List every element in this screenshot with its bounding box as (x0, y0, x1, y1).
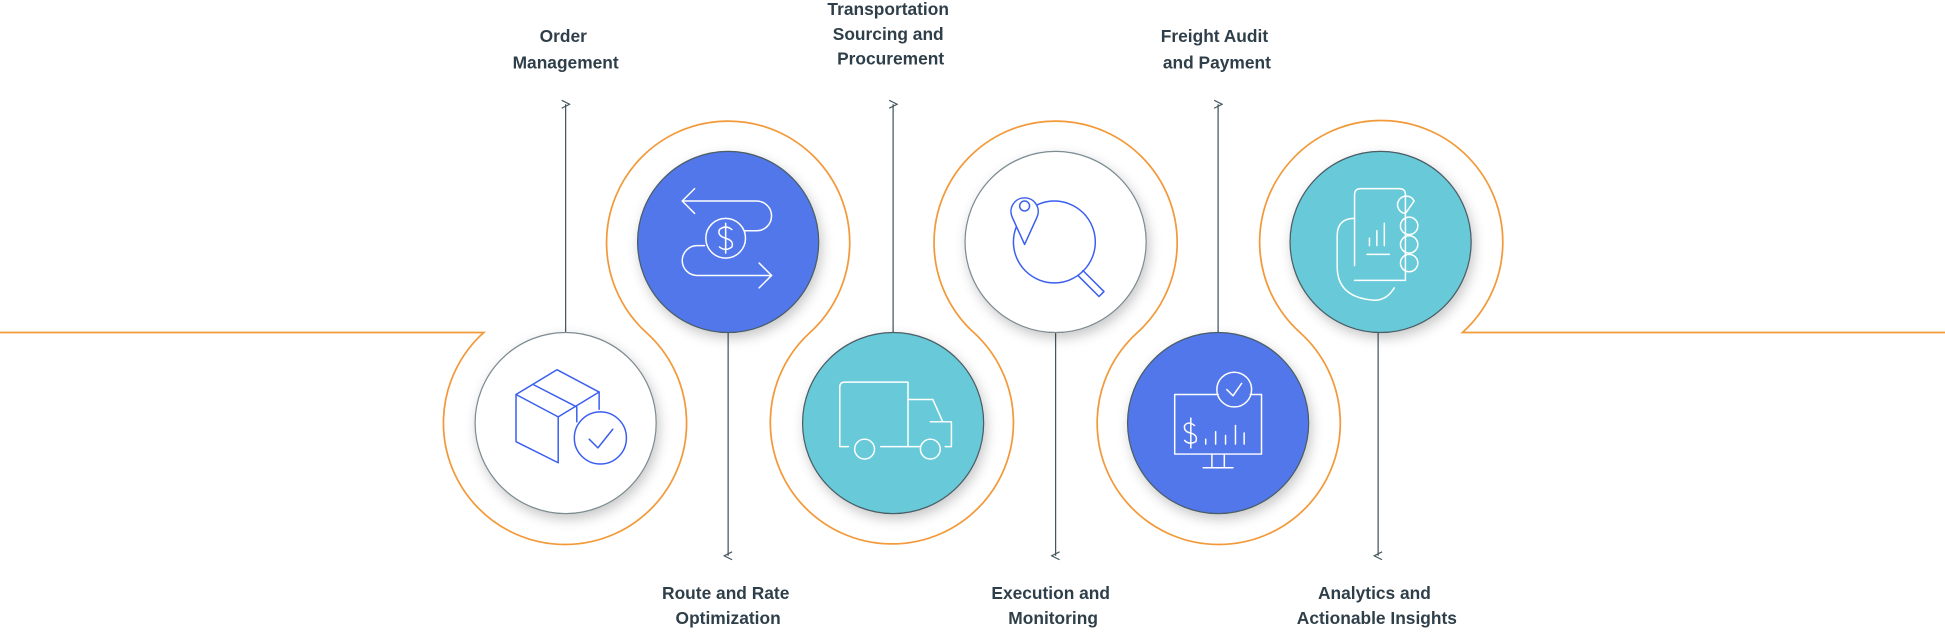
label-execution-monitoring: Execution and Monitoring (991, 583, 1114, 628)
package-check-icon (515, 368, 628, 465)
step-circle-sourcing (801, 331, 985, 515)
step-circle-route (636, 150, 820, 334)
label-order-management: Order Management (513, 26, 619, 72)
orange-flow-path (0, 119, 1945, 546)
step-circle-freight (1126, 331, 1310, 515)
label-freight-audit-payment: Freight Audit and Payment (1161, 26, 1273, 72)
dollar-route-icon (681, 187, 773, 289)
label-transportation-sourcing: Transportation Sourcing and Procurement (827, 0, 953, 69)
truck-icon (839, 381, 953, 460)
step-circle-analytics (1289, 150, 1472, 334)
monitor-dollar-chart-icon (1173, 371, 1263, 469)
step-circle-execution (964, 150, 1147, 334)
step-circle-order (474, 331, 657, 515)
label-analytics-insights: Analytics and Actionable Insights (1297, 583, 1457, 628)
hand-phone-chart-icon (1336, 187, 1419, 301)
location-search-icon (1010, 197, 1105, 298)
label-route-rate-optimization: Route and Rate Optimization (662, 583, 794, 628)
